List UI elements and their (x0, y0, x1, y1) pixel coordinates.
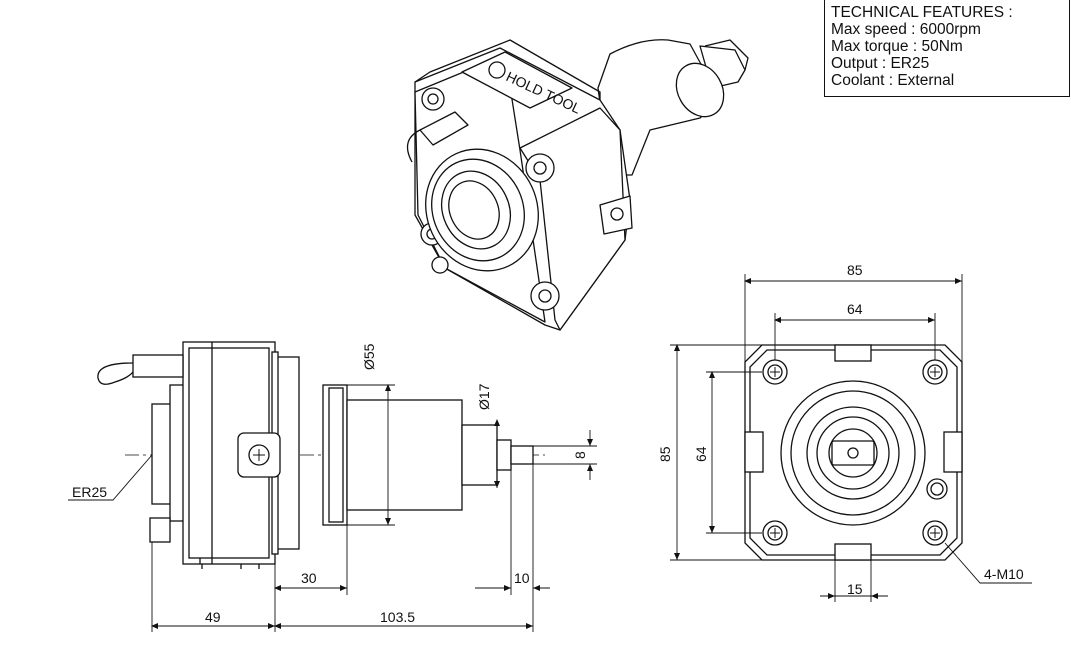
feature-max-speed: Max speed : 6000rpm (831, 21, 981, 38)
dim-10: 10 (514, 570, 530, 586)
features-heading: TECHNICAL FEATURES : (831, 4, 1013, 21)
callout-er25: ER25 (72, 484, 107, 500)
isometric-view: HOLD TOOL (406, 39, 749, 331)
side-dimensions (68, 384, 597, 632)
callout-4-m10: 4-M10 (984, 566, 1024, 582)
feature-max-torque: Max torque : 50Nm (831, 38, 963, 55)
dim-49: 49 (205, 609, 221, 625)
feature-output: Output : ER25 (831, 55, 930, 72)
feature-coolant: Coolant : External (831, 72, 955, 89)
dim-8: 8 (572, 451, 588, 459)
dim-15: 15 (847, 581, 863, 597)
dim-85-top: 85 (847, 262, 863, 278)
dim-64-top: 64 (847, 301, 863, 317)
front-view (744, 344, 963, 561)
dim-30: 30 (301, 570, 317, 586)
bolt-holes (762, 359, 948, 546)
dim-64-left: 64 (693, 446, 709, 462)
dim-85-left: 85 (657, 446, 673, 462)
technical-features-box: TECHNICAL FEATURES : Max speed : 6000rpm… (824, 0, 1070, 97)
front-dimensions (670, 274, 1032, 602)
dim-dia-55: Ø55 (361, 343, 377, 370)
dim-103-5: 103.5 (380, 609, 415, 625)
dim-dia-17: Ø17 (476, 383, 492, 410)
side-view (97, 341, 545, 569)
